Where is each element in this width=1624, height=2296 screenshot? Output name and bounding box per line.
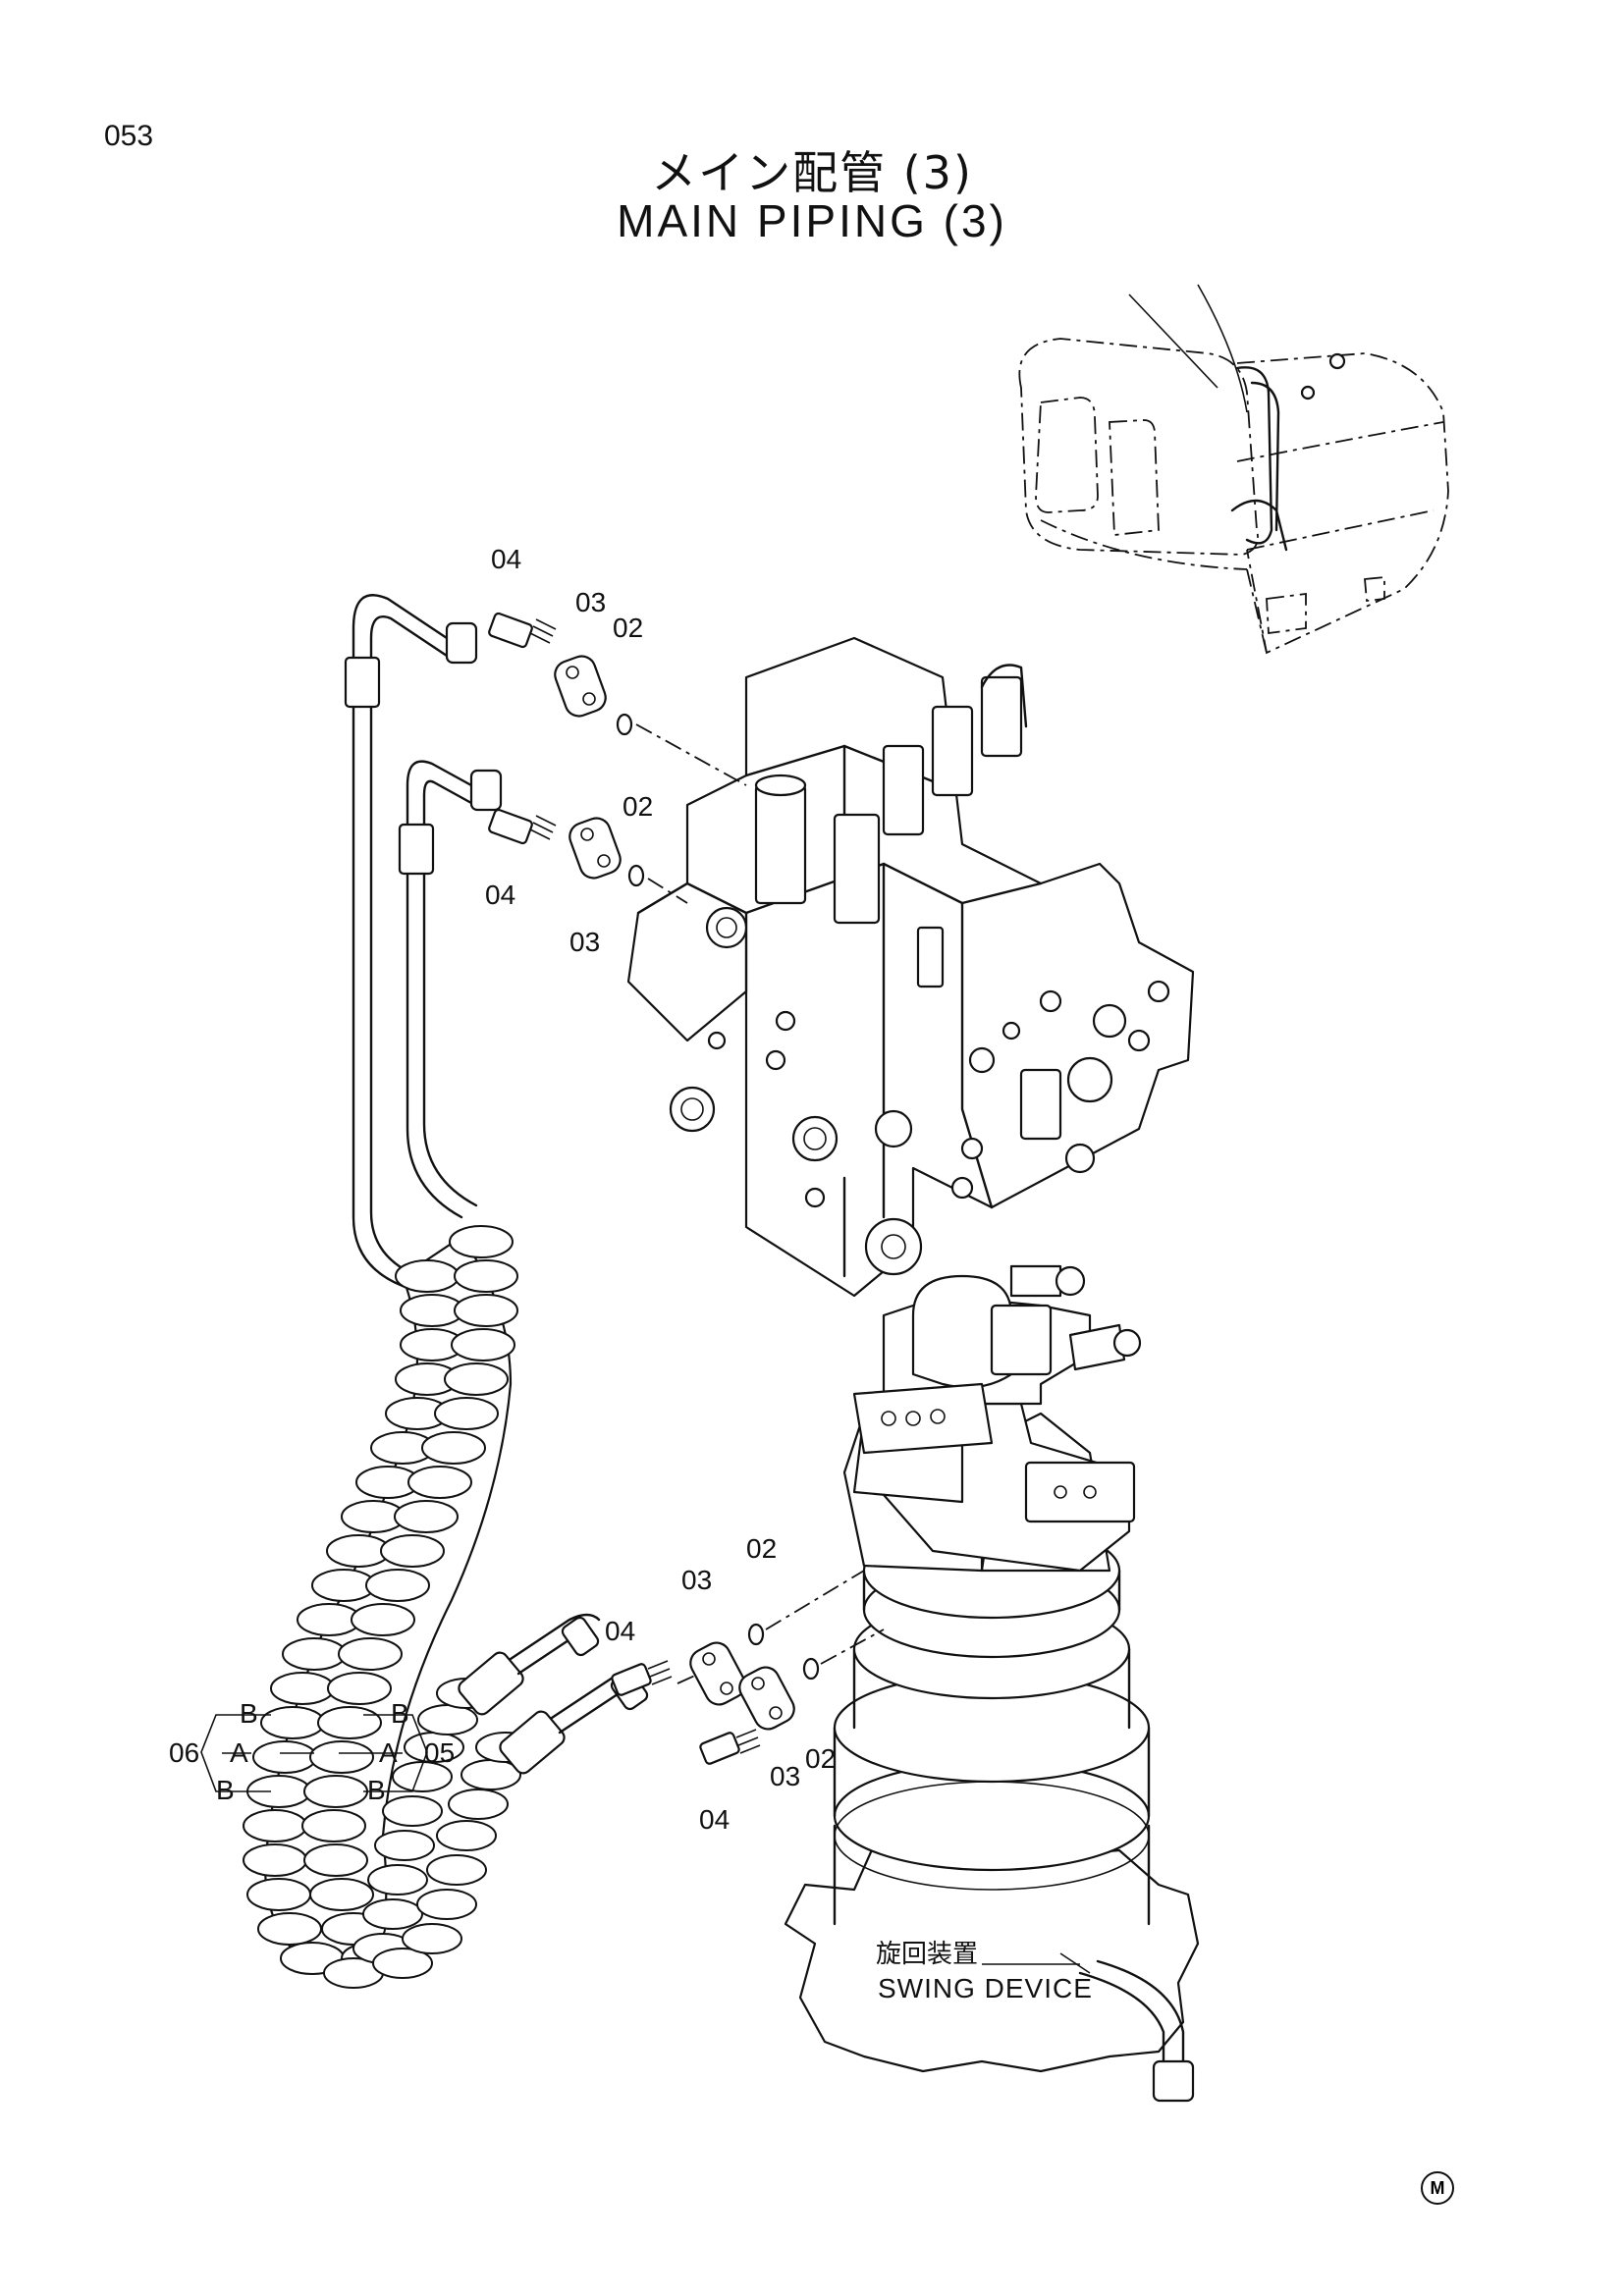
callout-bolt-04: 04 — [491, 544, 522, 574]
hose-label-b: B — [216, 1775, 235, 1805]
hose-label-b: B — [391, 1698, 409, 1729]
control-valve-assembly — [626, 636, 1195, 1298]
hose-id-05: 05 — [424, 1737, 456, 1768]
callout-flange-03: 03 — [681, 1565, 713, 1595]
callout-flange-03: 03 — [569, 927, 601, 957]
callout-bolt-04: 04 — [605, 1616, 636, 1646]
callout-bolt-04: 04 — [699, 1804, 731, 1835]
hose-label-b: B — [240, 1698, 258, 1729]
swing-device-label-ja: 旋回装置 — [876, 1940, 979, 1969]
hose-label-b: B — [367, 1775, 386, 1805]
swing-device-assembly — [784, 1264, 1200, 2103]
excavator-reference-sketch — [1018, 284, 1449, 655]
upper-fittings — [488, 612, 747, 904]
circled-m-mark: M — [1421, 2171, 1454, 2205]
callout-flange-03: 03 — [770, 1761, 801, 1791]
callout-oring-02: 02 — [746, 1533, 778, 1564]
upper-hose-lines — [344, 594, 503, 1288]
hose-label-a: A — [379, 1737, 398, 1768]
callout-flange-03: 03 — [575, 587, 607, 617]
page-number: 053 — [104, 120, 154, 152]
callout-leaders — [200, 1714, 1080, 1965]
title-english: MAIN PIPING (3) — [617, 195, 1007, 246]
guarded-hoses — [243, 1225, 650, 1989]
swing-device-label-en: SWING DEVICE — [878, 1973, 1093, 2003]
hose-label-a: A — [230, 1737, 248, 1768]
callout-oring-02: 02 — [623, 791, 654, 822]
hose-id-06: 06 — [169, 1737, 200, 1768]
title-japanese: メイン配管 (3) — [651, 146, 973, 199]
callout-oring-02: 02 — [613, 613, 644, 643]
callout-bolt-04: 04 — [485, 880, 516, 910]
callout-oring-02: 02 — [805, 1743, 837, 1774]
lower-fittings — [611, 1570, 885, 1765]
